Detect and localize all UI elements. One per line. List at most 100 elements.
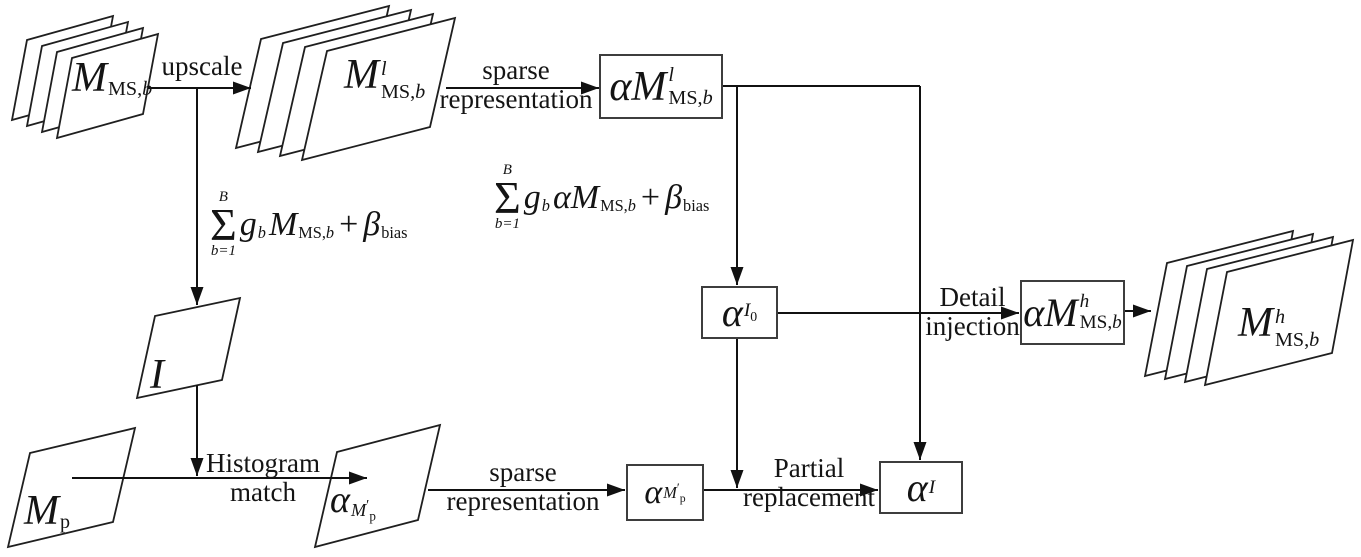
ms-upscaled-stack xyxy=(234,4,457,162)
sparse-bottom-edge-label: sparse representation xyxy=(433,458,613,516)
intensity-label: I xyxy=(150,352,164,398)
var-sub-italic: b xyxy=(1112,312,1122,334)
var-sup: h xyxy=(1079,291,1090,313)
var-sub-italic: b xyxy=(1309,328,1320,351)
alpha-ms-low-box xyxy=(599,54,723,119)
gain-var: g xyxy=(239,205,257,243)
ms-highres-stack xyxy=(1143,229,1355,387)
var-base: α xyxy=(721,290,743,335)
sum-operator: B Σ b=1 xyxy=(494,163,521,232)
var-base: α xyxy=(644,473,663,511)
var-sup: l xyxy=(668,64,674,87)
stack-sheet xyxy=(55,32,160,140)
var-sub: p xyxy=(60,511,71,534)
var-sub: MS,b xyxy=(668,86,712,109)
edge-label-line: Detail xyxy=(939,282,1006,312)
var-sub-italic: b xyxy=(142,78,153,101)
sparse-top-edge-label: sparse representation xyxy=(428,56,604,114)
var-sub: I xyxy=(928,476,936,498)
var-sub: MS,b xyxy=(381,80,426,103)
ms-var: M xyxy=(268,205,298,243)
var-sub-main: M xyxy=(663,482,677,502)
plus-sign: + xyxy=(640,178,661,216)
var-sub-roman: MS, xyxy=(1079,312,1113,334)
var-base: αM xyxy=(609,63,667,110)
var-sub: M′p xyxy=(350,497,376,523)
var-base: M xyxy=(344,52,379,98)
var-subsub: 0 xyxy=(750,308,758,324)
var-base: M xyxy=(1238,300,1273,346)
var-sub-roman: MS, xyxy=(668,86,703,109)
beta-sub: bias xyxy=(683,196,710,216)
pan-matched-label: αM′p xyxy=(330,479,376,524)
ms-sub-roman: MS, xyxy=(600,196,628,216)
partial-replacement-edge-label: Partial replacement xyxy=(733,454,885,512)
beta-var: β xyxy=(363,205,381,243)
var-sub: I0 xyxy=(744,300,757,325)
edge-label-line: representation xyxy=(446,486,600,516)
ms-lowres-stack xyxy=(10,14,160,140)
var-sub: M′p xyxy=(663,480,685,505)
var-base: M xyxy=(24,488,59,534)
var-base: αM xyxy=(1023,290,1078,335)
edge-label-line: Partial xyxy=(773,453,845,483)
var-sub: MS,b xyxy=(108,78,152,100)
gain-var: g xyxy=(523,178,541,216)
ms-sub: MS,b xyxy=(600,196,636,215)
edge-label-line: sparse xyxy=(489,457,557,487)
stack-sheet xyxy=(1203,238,1355,387)
pan-label: Mp xyxy=(24,488,70,534)
sum-upper-limit: B xyxy=(218,189,228,205)
sum-operator: B Σ b=1 xyxy=(210,190,237,259)
var-sub-roman: MS, xyxy=(1275,328,1310,351)
edge-label-line: injection xyxy=(925,311,1020,341)
alpha-ms-high-box xyxy=(1020,280,1125,345)
var-base: M xyxy=(72,55,107,101)
sum-terms: gbαMMS,b+βbias xyxy=(524,179,710,217)
beta-sub: bias xyxy=(381,223,408,243)
edge-label-line: upscale xyxy=(161,51,243,81)
var-subsub: p xyxy=(679,491,686,505)
detail-injection-edge-label: Detail injection xyxy=(920,283,1025,341)
ms-sub-roman: MS, xyxy=(298,223,326,243)
sigma-symbol: Σ xyxy=(210,199,237,250)
alpha-i-box xyxy=(879,461,963,514)
edge-label-line: replacement xyxy=(743,482,875,512)
var-subsub: p xyxy=(369,508,376,524)
upscale-edge-label: upscale xyxy=(150,52,254,81)
stack-sheet xyxy=(300,16,457,162)
var-sup: l xyxy=(381,58,387,81)
var-sub: MS,b xyxy=(1275,328,1320,351)
var-sub-roman: MS, xyxy=(381,80,416,103)
edge-label-line: Histogram xyxy=(206,448,320,478)
sigma-symbol: Σ xyxy=(494,172,521,223)
var-sub-roman: MS, xyxy=(108,78,143,101)
var-base: α xyxy=(330,479,350,521)
var-sub-main: M xyxy=(350,500,367,520)
var-sub-italic: b xyxy=(415,80,426,103)
ms-sub-italic: b xyxy=(325,223,335,243)
alpha-intensity-sum-formula: B Σ b=1 gbαMMS,b+βbias xyxy=(494,163,709,232)
beta-var: β xyxy=(665,178,683,216)
var-sub-main: I xyxy=(743,300,751,322)
edge-label-line: match xyxy=(230,477,296,507)
edge-label-line: representation xyxy=(439,84,593,114)
edge-label-line: sparse xyxy=(482,55,550,85)
prime-mark: ′ xyxy=(366,497,370,514)
intensity-parallelogram xyxy=(135,296,242,400)
alpha-pan-box xyxy=(626,464,704,521)
gain-sub: b xyxy=(257,223,266,243)
ms-stack-label: MMS,b xyxy=(72,55,152,101)
